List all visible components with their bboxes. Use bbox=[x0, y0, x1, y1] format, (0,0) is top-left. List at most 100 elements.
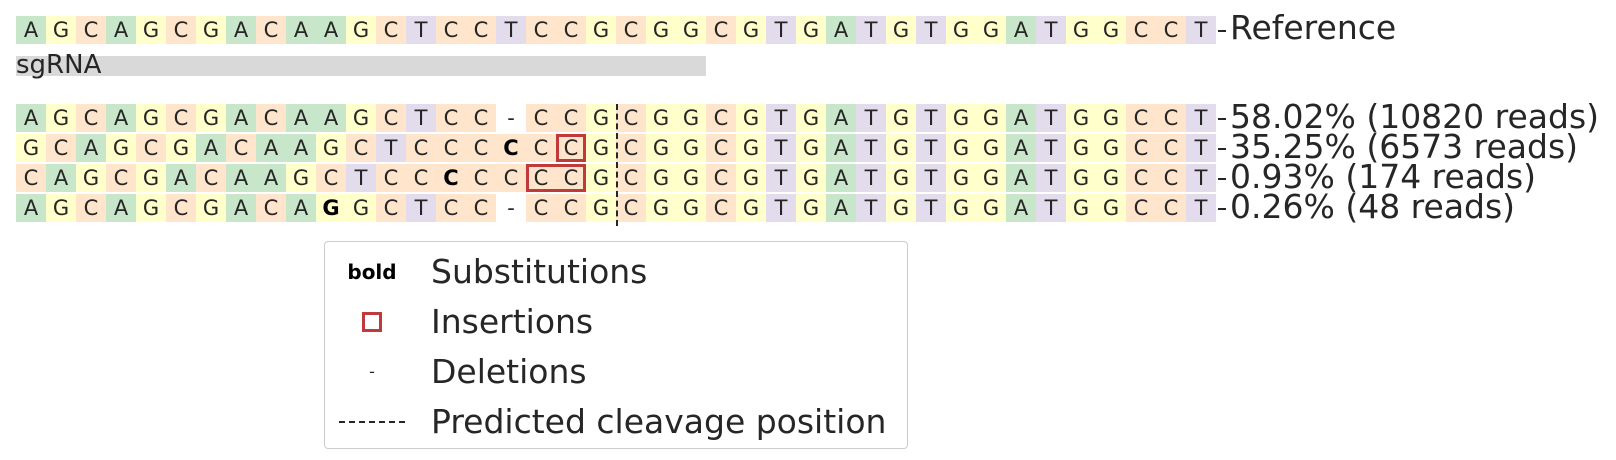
reference-base-7: G bbox=[196, 16, 226, 44]
allele-4-base-34: A bbox=[1006, 194, 1036, 222]
allele-2-base-6: G bbox=[166, 134, 196, 162]
reference-base-37: G bbox=[1096, 16, 1126, 44]
allele-3-base-38: C bbox=[1126, 164, 1156, 192]
reference-base-13: C bbox=[376, 16, 406, 44]
allele-1-base-32: G bbox=[946, 104, 976, 132]
allele-1-base-9: C bbox=[256, 104, 286, 132]
reference-base-15: C bbox=[436, 16, 466, 44]
allele-2-base-32: G bbox=[946, 134, 976, 162]
allele-3-base-8: A bbox=[226, 164, 256, 192]
allele-1-base-11: A bbox=[316, 104, 346, 132]
allele-4-base-11: G bbox=[316, 194, 346, 222]
allele-3-base-16: C bbox=[466, 164, 496, 192]
reference-base-39: C bbox=[1156, 16, 1186, 44]
allele-4-base-8: A bbox=[226, 194, 256, 222]
allele-4-base-17: - bbox=[496, 194, 526, 222]
allele-3-base-1: C bbox=[16, 164, 46, 192]
reference-base-18: C bbox=[526, 16, 556, 44]
reference-base-28: A bbox=[826, 16, 856, 44]
allele-4-base-27: G bbox=[796, 194, 826, 222]
allele-3-base-24: C bbox=[706, 164, 736, 192]
allele-3-base-31: T bbox=[916, 164, 946, 192]
allele-frequency-label: 0.93% (174 reads) bbox=[1230, 157, 1537, 196]
allele-4-base-4: A bbox=[106, 194, 136, 222]
allele-2-base-17: C bbox=[496, 134, 526, 162]
reference-base-3: C bbox=[76, 16, 106, 44]
reference-base-24: C bbox=[706, 16, 736, 44]
allele-2-base-13: T bbox=[376, 134, 406, 162]
allele-4-base-22: G bbox=[646, 194, 676, 222]
sgrna-label: sgRNA bbox=[16, 50, 102, 80]
allele-3-base-39: C bbox=[1156, 164, 1186, 192]
legend-item-insertions: Insertions bbox=[325, 298, 907, 346]
allele-2-base-30: G bbox=[886, 134, 916, 162]
allele-2-base-9: A bbox=[256, 134, 286, 162]
allele-3-base-13: C bbox=[376, 164, 406, 192]
allele-2-base-4: G bbox=[106, 134, 136, 162]
allele-4-base-16: C bbox=[466, 194, 496, 222]
allele-frequency-label: 58.02% (10820 reads) bbox=[1230, 97, 1600, 136]
allele-1-base-17: - bbox=[496, 104, 526, 132]
allele-2-base-10: A bbox=[286, 134, 316, 162]
allele-3-base-27: G bbox=[796, 164, 826, 192]
allele-2-base-19: C bbox=[556, 134, 586, 162]
allele-2-base-2: C bbox=[46, 134, 76, 162]
allele-1-base-2: G bbox=[46, 104, 76, 132]
allele-4-base-9: C bbox=[256, 194, 286, 222]
allele-2-base-22: G bbox=[646, 134, 676, 162]
allele-3-base-37: G bbox=[1096, 164, 1126, 192]
cleavage-line bbox=[616, 104, 618, 226]
allele-3-base-17: C bbox=[496, 164, 526, 192]
allele-3-base-26: T bbox=[766, 164, 796, 192]
allele-3-base-6: A bbox=[166, 164, 196, 192]
insertion-box bbox=[556, 134, 586, 162]
allele-3-base-9: A bbox=[256, 164, 286, 192]
allele-4-base-3: C bbox=[76, 194, 106, 222]
reference-base-35: T bbox=[1036, 16, 1066, 44]
allele-1-tick bbox=[1218, 118, 1226, 120]
allele-4-base-26: T bbox=[766, 194, 796, 222]
allele-3-base-29: T bbox=[856, 164, 886, 192]
allele-1-base-26: T bbox=[766, 104, 796, 132]
reference-base-8: A bbox=[226, 16, 256, 44]
allele-4-base-30: G bbox=[886, 194, 916, 222]
allele-4-base-6: C bbox=[166, 194, 196, 222]
allele-2-base-7: A bbox=[196, 134, 226, 162]
reference-base-25: G bbox=[736, 16, 766, 44]
allele-3-base-25: G bbox=[736, 164, 766, 192]
allele-1-base-39: C bbox=[1156, 104, 1186, 132]
allele-1-base-25: G bbox=[736, 104, 766, 132]
allele-3-base-32: G bbox=[946, 164, 976, 192]
allele-1-base-12: G bbox=[346, 104, 376, 132]
allele-4-base-13: C bbox=[376, 194, 406, 222]
allele-4-base-28: A bbox=[826, 194, 856, 222]
allele-4-base-36: G bbox=[1066, 194, 1096, 222]
allele-1-base-24: C bbox=[706, 104, 736, 132]
reference-base-4: A bbox=[106, 16, 136, 44]
reference-base-32: G bbox=[946, 16, 976, 44]
allele-4-base-23: G bbox=[676, 194, 706, 222]
allele-2-base-25: G bbox=[736, 134, 766, 162]
allele-2-base-14: C bbox=[406, 134, 436, 162]
allele-2-base-12: C bbox=[346, 134, 376, 162]
allele-1-base-22: G bbox=[646, 104, 676, 132]
allele-1-base-31: T bbox=[916, 104, 946, 132]
allele-3-base-18: C bbox=[526, 164, 556, 192]
allele-4-base-32: G bbox=[946, 194, 976, 222]
allele-2-tick bbox=[1218, 148, 1226, 150]
legend-cleavage-label: Predicted cleavage position bbox=[431, 402, 887, 441]
allele-4-base-15: C bbox=[436, 194, 466, 222]
allele-1-base-6: C bbox=[166, 104, 196, 132]
allele-2-base-5: C bbox=[136, 134, 166, 162]
allele-4-base-38: C bbox=[1126, 194, 1156, 222]
allele-3-base-28: A bbox=[826, 164, 856, 192]
allele-1-base-28: A bbox=[826, 104, 856, 132]
reference-tick bbox=[1218, 30, 1226, 32]
allele-frequency-label: 35.25% (6573 reads) bbox=[1230, 127, 1579, 166]
legend-substitutions-label: Substitutions bbox=[431, 252, 648, 291]
reference-base-33: G bbox=[976, 16, 1006, 44]
allele-2-base-11: G bbox=[316, 134, 346, 162]
reference-base-29: T bbox=[856, 16, 886, 44]
allele-3-base-40: T bbox=[1186, 164, 1216, 192]
reference-base-34: A bbox=[1006, 16, 1036, 44]
